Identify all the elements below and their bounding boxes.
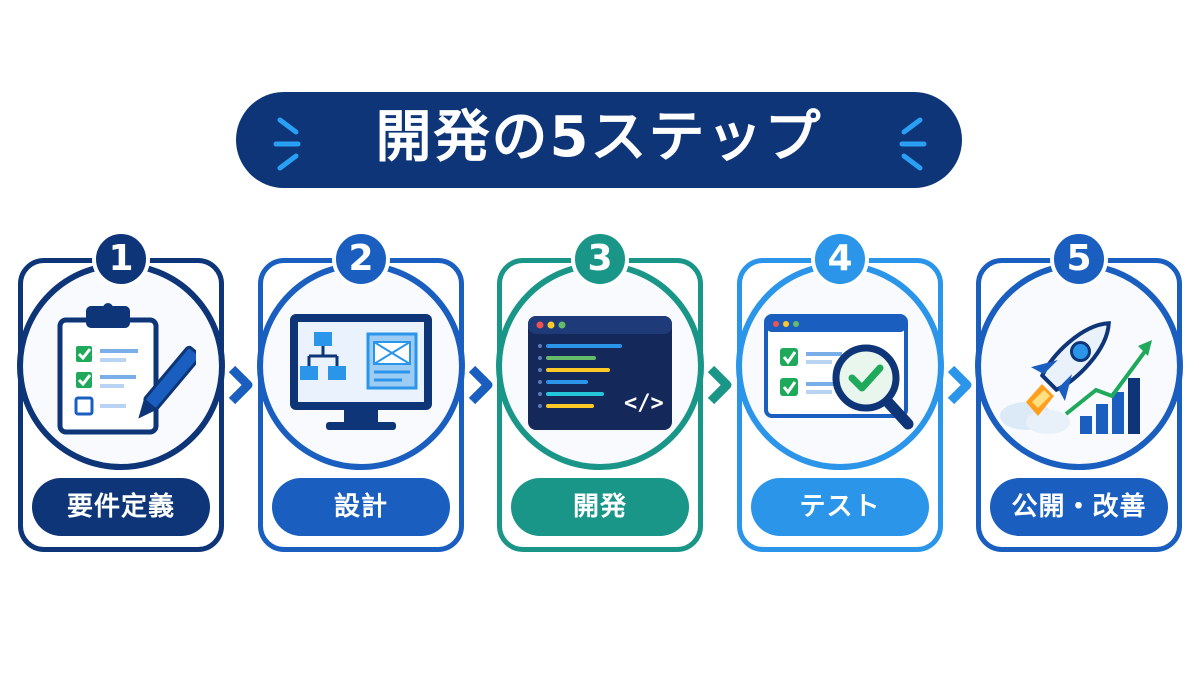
step-number-badge: 4 [811,230,869,288]
step-number-badge: 1 [92,230,150,288]
step-number-badge: 3 [571,230,629,288]
title-banner: 開発の5ステップ [236,92,962,188]
chevron-right-icon [947,365,972,405]
step-label-1: 要件定義 [32,478,210,536]
monitor-flowchart-icon [290,314,432,430]
step-number-badge: 2 [332,230,390,288]
svg-text:</>: </> [624,391,664,416]
code-editor-icon: </> [528,316,672,430]
chevron-right-icon [707,365,732,405]
browser-magnifier-check-icon [764,314,914,430]
step-number-badge: 5 [1050,230,1108,288]
chevron-right-icon [228,365,253,405]
step-label-5: 公開・改善 [990,478,1168,536]
sparkle-right-icon [899,117,927,171]
step-label-2: 設計 [272,478,450,536]
step-label-3: 開発 [511,478,689,536]
clipboard-checklist-icon [57,303,196,435]
sparkle-left-icon [273,117,301,171]
rocket-growth-chart-icon [1000,321,1152,434]
chevron-right-icon [468,365,493,405]
step-label-4: テスト [751,478,929,536]
page-title: 開発の5ステップ [375,105,823,170]
